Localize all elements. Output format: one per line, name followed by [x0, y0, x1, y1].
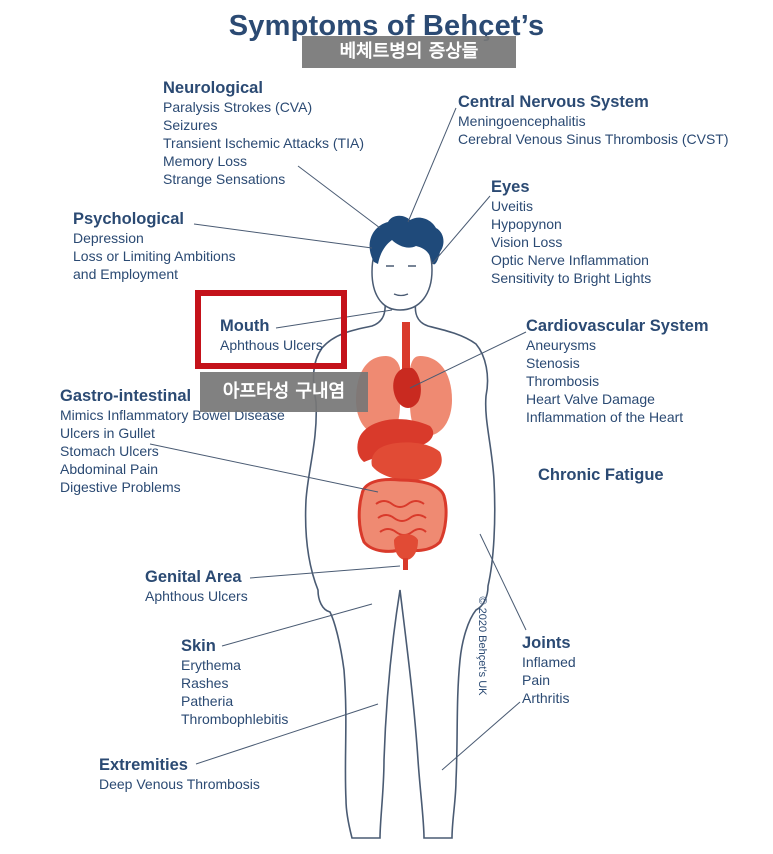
symptom-item: Heart Valve Damage — [526, 391, 655, 407]
line-genital — [249, 565, 401, 579]
line-skin — [221, 603, 373, 647]
group-heading: Mouth — [220, 317, 270, 335]
group-gastro-intestinal: Gastro-intestinal Mimics Inflammatory Bo… — [60, 387, 285, 496]
group-heading: Joints — [522, 634, 571, 652]
symptom-item: Hypopynon — [491, 216, 562, 232]
symptom-item: Thrombosis — [526, 373, 600, 389]
symptom-item: Arthritis — [522, 690, 570, 706]
symptom-item: Cerebral Venous Sinus Thrombosis (CVST) — [458, 131, 729, 147]
symptom-item: and Employment — [73, 266, 179, 282]
face-mouth — [393, 293, 409, 297]
line-psychological — [193, 223, 373, 249]
symptom-item: Aphthous Ulcers — [145, 588, 248, 604]
symptom-item: Meningoencephalitis — [458, 113, 586, 129]
line-eyes — [431, 195, 491, 265]
symptom-item: Strange Sensations — [163, 171, 286, 187]
connector-lines — [149, 107, 527, 771]
right-lung — [410, 356, 452, 436]
symptom-item: Sensitivity to Bright Lights — [491, 270, 652, 286]
group-heading: Psychological — [73, 210, 184, 228]
line-mouth — [275, 309, 393, 329]
symptom-item: Uveitis — [491, 198, 534, 214]
group-neurological: Neurological Paralysis Strokes (CVA) Seiz… — [163, 79, 364, 188]
symptom-item: Stomach Ulcers — [60, 443, 159, 459]
line-cns — [407, 107, 457, 223]
symptom-item: Aphthous Ulcers — [220, 337, 323, 353]
copyright-notice: © 2020 Behçet’s UK — [476, 596, 488, 696]
symptom-item: Stenosis — [526, 355, 580, 371]
line-joints — [479, 533, 527, 631]
group-heading: Neurological — [163, 79, 263, 97]
symptom-item: Transient Ischemic Attacks (TIA) — [163, 135, 364, 151]
symptom-item: Optic Nerve Inflammation — [491, 252, 649, 268]
group-heading: Central Nervous System — [458, 93, 649, 111]
symptom-item: Inflammation of the Heart — [526, 409, 684, 425]
urethra — [403, 558, 408, 570]
symptom-item: Loss or Limiting Ambitions — [73, 248, 236, 264]
title-translation-caption: 베체트병의 증상들 — [302, 36, 516, 68]
line-neurological — [297, 165, 381, 229]
line-cardio — [409, 331, 527, 389]
symptom-item: Deep Venous Thrombosis — [99, 776, 260, 792]
group-heading: Genital Area — [145, 568, 242, 586]
heart — [393, 368, 421, 408]
stomach — [371, 442, 442, 481]
symptom-item: Seizures — [163, 117, 218, 133]
symptom-item: Depression — [73, 230, 144, 246]
symptom-list: Aphthous Ulcers — [145, 587, 248, 605]
symptom-item: Ulcers in Gullet — [60, 425, 155, 441]
group-heading: Extremities — [99, 756, 188, 774]
trachea — [402, 322, 410, 370]
group-mouth: Mouth Aphthous Ulcers — [220, 317, 323, 354]
hair — [369, 215, 444, 265]
intestines — [357, 478, 448, 553]
line-gastro — [149, 443, 379, 493]
symptom-item: Digestive Problems — [60, 479, 181, 495]
symptom-item: Abdominal Pain — [60, 461, 159, 477]
group-genital-area: Genital Area Aphthous Ulcers — [145, 568, 248, 605]
body-outline — [304, 299, 496, 839]
symptom-list: Aphthous Ulcers — [220, 336, 323, 354]
line-extremities — [195, 703, 379, 765]
symptom-item: Thrombophlebitis — [181, 711, 289, 727]
symptom-item: Erythema — [181, 657, 241, 673]
symptom-item: Memory Loss — [163, 153, 248, 169]
symptom-item: Pain — [522, 672, 551, 688]
mouth-highlight-box — [195, 290, 347, 369]
symptom-item: Patheria — [181, 693, 234, 709]
group-central-nervous-system: Central Nervous System Meningoencephalit… — [458, 93, 729, 148]
group-heading: Cardiovascular System — [526, 317, 709, 335]
group-heading: Skin — [181, 637, 216, 655]
bladder — [394, 534, 418, 560]
symptom-item: Paralysis Strokes (CVA) — [163, 99, 313, 115]
mouth-translation-caption: 아프타성 구내염 — [200, 372, 368, 412]
symptom-item: Rashes — [181, 675, 229, 691]
group-extremities: Extremities Deep Venous Thrombosis — [99, 756, 260, 793]
group-heading: Eyes — [491, 178, 530, 196]
symptom-item: Vision Loss — [491, 234, 563, 250]
symptom-list: Deep Venous Thrombosis — [99, 775, 260, 793]
symptom-item: Inflamed — [522, 654, 576, 670]
line-joints-knee — [441, 701, 521, 771]
symptom-item: Aneurysms — [526, 337, 597, 353]
group-chronic-fatigue: Chronic Fatigue — [538, 466, 664, 485]
group-heading: Gastro-intestinal — [60, 387, 192, 405]
group-heading: Chronic Fatigue — [538, 466, 664, 484]
